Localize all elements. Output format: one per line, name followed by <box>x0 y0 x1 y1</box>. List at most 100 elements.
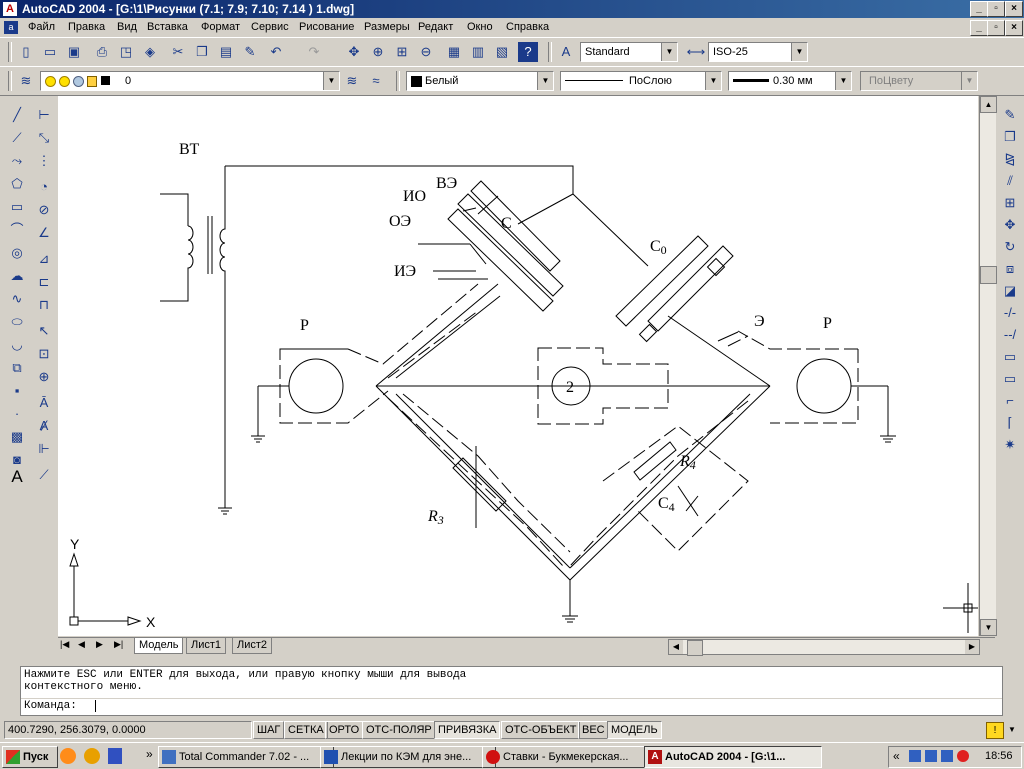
copy-object-icon[interactable]: ❐ <box>1004 129 1016 144</box>
tolerance-icon[interactable]: ⊡ <box>38 346 50 361</box>
linetype-select[interactable]: ПоСлою ▼ <box>560 71 722 91</box>
mirror-icon[interactable]: ⧎ <box>1004 151 1016 166</box>
chevron-down-icon[interactable]: ▼ <box>791 43 807 61</box>
menu-modify[interactable]: Редакт <box>418 21 454 33</box>
trim-icon[interactable]: -/- <box>1003 305 1017 320</box>
save-quicklaunch-icon[interactable] <box>108 748 122 764</box>
tab-layout1[interactable]: Лист1 <box>186 638 227 654</box>
cut-icon[interactable]: ✂ <box>172 44 184 59</box>
network3-icon[interactable] <box>941 750 953 762</box>
plotstyle-select[interactable]: ПоЦвету ▼ <box>860 71 978 91</box>
chevron-down-icon[interactable]: ▼ <box>961 72 977 90</box>
insert-block-icon[interactable]: ⧉ <box>12 360 22 375</box>
array-icon[interactable]: ⊞ <box>1004 195 1016 210</box>
chevron-down-icon[interactable]: ▼ <box>323 72 339 90</box>
print-preview-icon[interactable]: ◳ <box>119 44 133 59</box>
scroll-right-icon[interactable]: ▶ <box>965 640 979 654</box>
rectangle-icon[interactable]: ▭ <box>10 199 24 214</box>
line-icon[interactable]: ╱ <box>13 107 21 122</box>
snap-toggle[interactable]: ШАГ <box>253 721 285 739</box>
clock[interactable]: 18:56 <box>985 750 1013 762</box>
command-input[interactable] <box>95 700 96 712</box>
menu-edit[interactable]: Правка <box>68 21 106 33</box>
close-icon[interactable]: × <box>1005 1 1023 17</box>
break-at-point-icon[interactable]: ▭ <box>1003 371 1017 386</box>
erase-icon[interactable]: ✎ <box>1004 107 1016 122</box>
coordinates-display[interactable]: 400.7290, 256.3079, 0.0000 <box>4 721 252 739</box>
lineweight-select[interactable]: 0.30 мм ▼ <box>728 71 852 91</box>
explode-icon[interactable]: ✷ <box>1004 437 1016 452</box>
break-icon[interactable]: ▭ <box>1003 349 1017 364</box>
baseline-dimension-icon[interactable]: ⊏ <box>38 274 50 289</box>
radius-dimension-icon[interactable]: ◔ <box>40 179 48 194</box>
doc-close-icon[interactable]: × <box>1005 20 1023 36</box>
chevron-down-icon[interactable]: ▼ <box>537 72 553 90</box>
menu-help[interactable]: Справка <box>506 21 550 33</box>
maximize-icon[interactable]: ▫ <box>987 1 1005 17</box>
osnap-toggle[interactable]: ПРИВЯЗКА <box>434 721 501 739</box>
point-icon[interactable]: · <box>14 406 20 421</box>
multiline-text-icon[interactable]: A <box>11 467 23 486</box>
make-layer-current-icon[interactable]: ≋ <box>346 73 358 88</box>
start-button[interactable]: Пуск <box>2 746 58 768</box>
menu-file[interactable]: Файл <box>28 21 56 33</box>
ordinate-dimension-icon[interactable]: ⋮ <box>37 153 51 168</box>
chevron-down-icon[interactable]: ▼ <box>835 72 851 90</box>
task-total-commander[interactable]: Total Commander 7.02 - ... <box>158 746 334 768</box>
zoom-previous-icon[interactable]: ⊖ <box>420 44 432 59</box>
zoom-realtime-icon[interactable]: ⊕ <box>372 44 384 59</box>
otrack-toggle[interactable]: ОТС-ОБЪЕКТ <box>501 721 581 739</box>
tab-model[interactable]: Модель <box>134 638 184 654</box>
browser-quicklaunch-icon[interactable] <box>60 748 76 764</box>
tool-palettes-icon[interactable]: ▧ <box>495 44 509 59</box>
paste-icon[interactable]: ▤ <box>219 44 233 59</box>
pan-icon[interactable]: ✥ <box>348 44 360 59</box>
menu-insert[interactable]: Вставка <box>147 21 188 33</box>
scroll-left-icon[interactable]: ◀ <box>669 640 683 654</box>
previous-tab-icon[interactable]: ◀ <box>78 639 85 649</box>
design-center-icon[interactable]: ▥ <box>471 44 485 59</box>
properties-icon[interactable]: ▦ <box>447 44 461 59</box>
model-toggle[interactable]: МОДЕЛЬ <box>607 721 662 739</box>
stretch-icon[interactable]: ◪ <box>1003 283 1017 298</box>
match-properties-icon[interactable]: ✎ <box>244 44 256 59</box>
first-tab-icon[interactable]: |◀ <box>60 639 70 649</box>
menu-format[interactable]: Формат <box>201 21 241 33</box>
layer-select[interactable]: 0 ▼ <box>40 71 340 91</box>
zoom-window-icon[interactable]: ⊞ <box>396 44 408 59</box>
dimension-edit-icon[interactable]: Ā <box>39 395 49 410</box>
save-icon[interactable]: ▣ <box>67 44 81 59</box>
grid-toggle[interactable]: СЕТКА <box>284 721 328 739</box>
help-icon[interactable]: ? <box>518 42 538 62</box>
fillet-icon[interactable]: ⌈ <box>1007 415 1013 430</box>
doc-minimize-icon[interactable]: _ <box>970 20 988 36</box>
open-file-icon[interactable]: ▭ <box>43 44 57 59</box>
new-file-icon[interactable]: ▯ <box>22 44 30 59</box>
scroll-up-icon[interactable]: ▲ <box>980 96 997 113</box>
menu-window[interactable]: Окно <box>467 21 493 33</box>
construction-line-icon[interactable]: ⟋ <box>12 130 22 145</box>
redo-icon[interactable]: ↷ <box>308 44 320 59</box>
layer-previous-icon[interactable]: ≈ <box>372 73 380 88</box>
dimension-text-edit-icon[interactable]: Ⱥ <box>39 418 49 433</box>
spline-icon[interactable]: ∿ <box>11 291 23 306</box>
scroll-thumb[interactable] <box>980 266 997 284</box>
antivirus-icon[interactable] <box>957 750 969 762</box>
doc-restore-icon[interactable]: ▫ <box>987 20 1005 36</box>
vertical-scrollbar[interactable]: ▲ ▼ <box>979 96 997 636</box>
arc-icon[interactable]: ⌒ <box>10 222 24 237</box>
menu-tools[interactable]: Сервис <box>251 21 289 33</box>
offset-icon[interactable]: ⫽ <box>1007 173 1013 188</box>
make-block-icon[interactable]: ▪ <box>14 383 20 398</box>
tray-expand-icon[interactable]: « <box>893 749 900 763</box>
next-tab-icon[interactable]: ▶ <box>96 639 103 649</box>
ellipse-icon[interactable]: ⬭ <box>11 314 23 329</box>
menu-view[interactable]: Вид <box>117 21 137 33</box>
network-icon[interactable] <box>909 750 921 762</box>
minimize-icon[interactable]: _ <box>970 1 988 17</box>
chamfer-icon[interactable]: ⌐ <box>1006 393 1014 408</box>
ellipse-arc-icon[interactable]: ◡ <box>11 337 23 352</box>
menu-dimension[interactable]: Размеры <box>364 21 410 33</box>
circle-icon[interactable]: ◎ <box>11 245 23 260</box>
dimension-style-icon[interactable]: ⟋ <box>39 467 49 482</box>
